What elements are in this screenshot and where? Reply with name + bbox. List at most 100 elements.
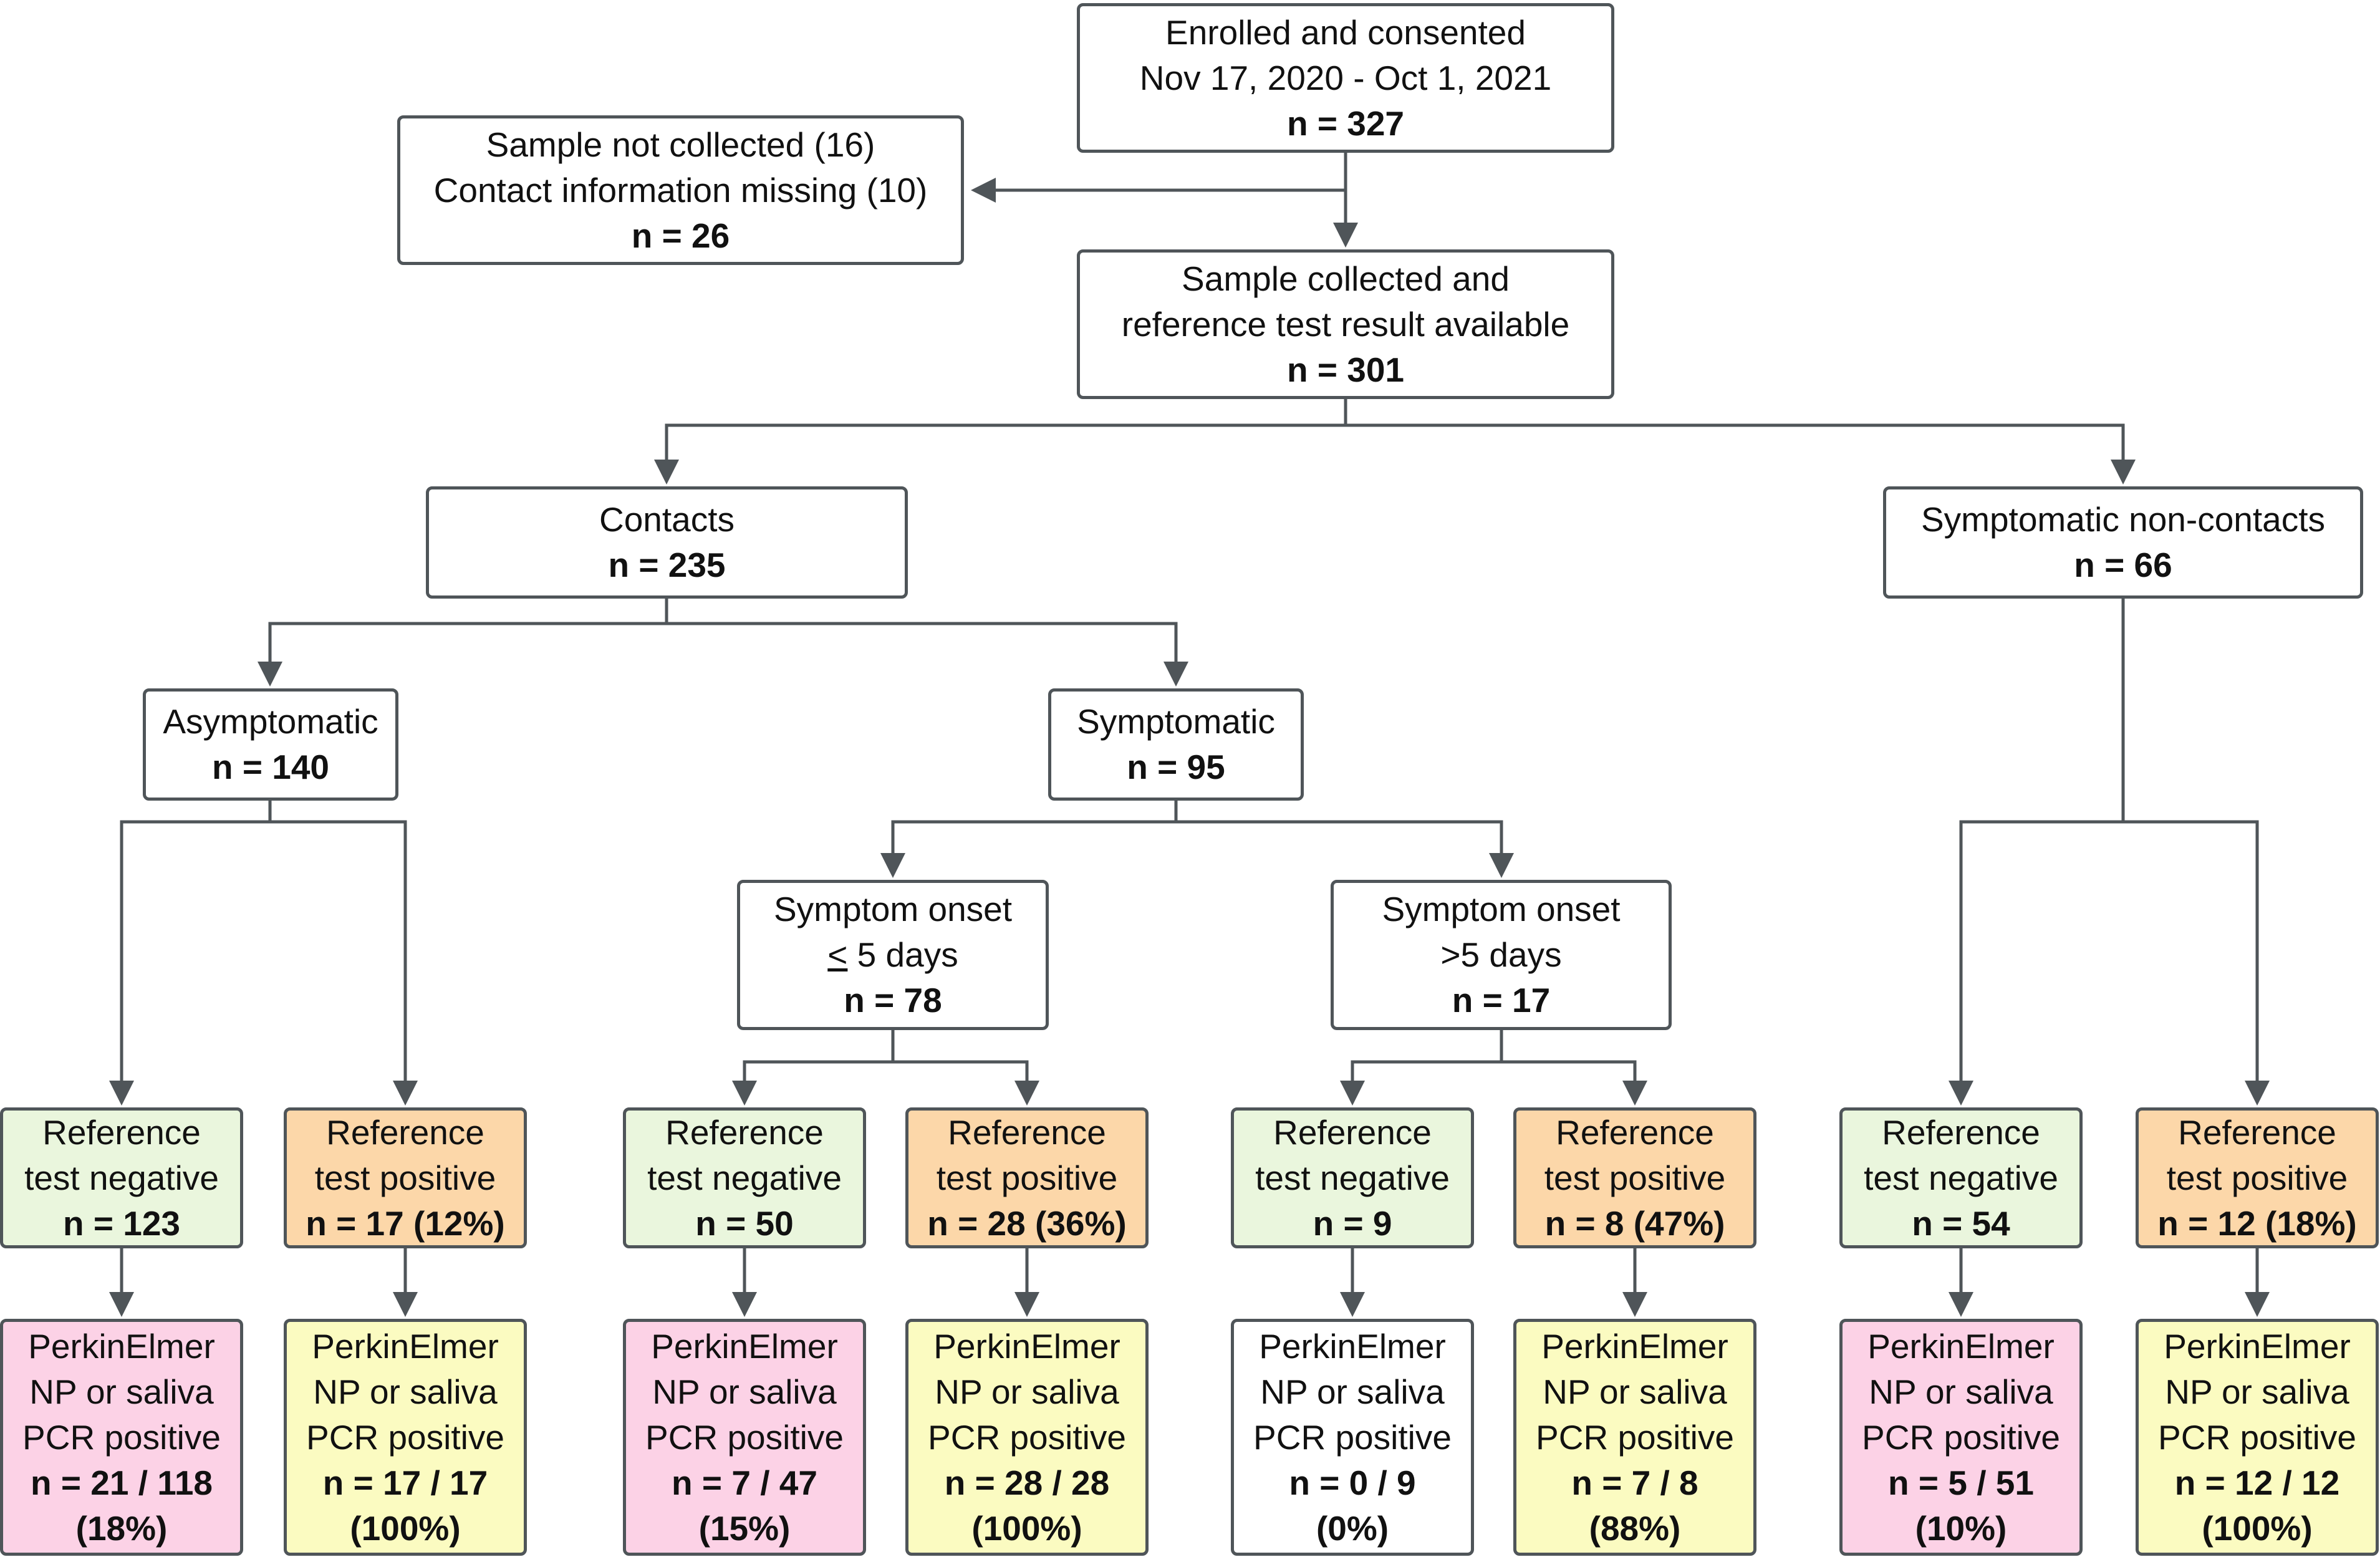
edge-early-ref-neg xyxy=(732,1030,895,1106)
pcr-early-pos-pct: (100%) xyxy=(971,1508,1082,1548)
pcr-asym-neg-line3: PCR positive xyxy=(22,1417,221,1457)
symptomatic-count: n = 95 xyxy=(1127,748,1225,786)
onset-early-box: Symptom onset < 5 days n = 78 xyxy=(737,880,1049,1030)
pcr-asym-neg-count: n = 21 / 118 xyxy=(30,1463,213,1502)
asymptomatic-count: n = 140 xyxy=(211,748,330,786)
excluded-count: n = 26 xyxy=(631,216,730,255)
ref-late-neg-line2: test negative xyxy=(1255,1158,1450,1197)
edge-sym-onset-early xyxy=(880,801,1178,878)
ref-nc-neg-count: n = 54 xyxy=(1912,1203,2010,1243)
ref-early-neg-count: n = 50 xyxy=(695,1203,794,1243)
pcr-asym-pos-box: PerkinElmer NP or saliva PCR positive n … xyxy=(284,1319,527,1556)
excluded-line2: Contact information missing (10) xyxy=(433,170,928,210)
pcr-nc-pos-line1: PerkinElmer xyxy=(2164,1326,2351,1366)
ref-early-pos-line2: test positive xyxy=(936,1158,1118,1197)
pcr-late-neg-box: PerkinElmer NP or saliva PCR positive n … xyxy=(1231,1319,1474,1556)
pcr-late-neg-line3: PCR positive xyxy=(1253,1417,1452,1457)
ref-early-pos-count: n = 28 (36%) xyxy=(927,1203,1127,1243)
pcr-nc-pos-line2: NP or saliva xyxy=(2165,1372,2349,1411)
pcr-asym-neg-line1: PerkinElmer xyxy=(28,1326,215,1366)
collected-line1: Sample collected and xyxy=(1182,259,1510,298)
ref-early-neg-line1: Reference xyxy=(665,1112,824,1152)
pcr-nc-pos-count: n = 12 / 12 xyxy=(2174,1463,2340,1502)
asymptomatic-box: Asymptomatic n = 140 xyxy=(143,688,398,801)
pcr-asym-neg-line2: NP or saliva xyxy=(29,1372,214,1411)
pcr-early-neg-pct: (15%) xyxy=(698,1508,791,1548)
pcr-early-neg-count: n = 7 / 47 xyxy=(672,1463,817,1502)
pcr-late-pos-line3: PCR positive xyxy=(1536,1417,1734,1457)
ref-asym-neg-line2: test negative xyxy=(24,1158,219,1197)
contacts-count: n = 235 xyxy=(608,546,726,584)
edge-enrolled-excluded xyxy=(971,153,1347,203)
edge-sym-onset-late xyxy=(1176,820,1514,878)
ref-asym-neg-line1: Reference xyxy=(42,1112,201,1152)
edge-early-ref-pos xyxy=(893,1060,1039,1106)
pcr-early-neg-box: PerkinElmer NP or saliva PCR positive n … xyxy=(623,1319,866,1556)
onset-late-box: Symptom onset >5 days n = 17 xyxy=(1331,880,1672,1030)
pcr-nc-neg-box: PerkinElmer NP or saliva PCR positive n … xyxy=(1839,1319,2083,1556)
ref-late-neg-count: n = 9 xyxy=(1313,1203,1392,1243)
ref-late-neg-box: Reference test negative n = 9 xyxy=(1231,1107,1474,1248)
symptomatic-label: Symptomatic xyxy=(1077,702,1275,741)
noncontacts-label: Symptomatic non-contacts xyxy=(1920,500,2326,539)
edge-contacts-symptomatic xyxy=(667,622,1188,687)
pcr-asym-pos-line1: PerkinElmer xyxy=(312,1326,499,1366)
edge-late-ref-neg xyxy=(1340,1030,1503,1106)
ref-late-neg-line1: Reference xyxy=(1273,1112,1432,1152)
pcr-early-pos-line3: PCR positive xyxy=(928,1417,1126,1457)
ref-asym-neg-count: n = 123 xyxy=(62,1203,181,1243)
pcr-late-neg-pct: (0%) xyxy=(1316,1508,1389,1548)
edge-nc-ref-pos xyxy=(2123,820,2270,1106)
pcr-nc-pos-pct: (100%) xyxy=(2202,1508,2313,1548)
enrolled-title: Enrolled and consented xyxy=(1165,12,1526,52)
ref-nc-neg-box: Reference test negative n = 54 xyxy=(1839,1107,2083,1248)
pcr-asym-neg-pct: (18%) xyxy=(75,1508,168,1548)
ref-asym-pos-line1: Reference xyxy=(326,1112,484,1152)
pcr-nc-neg-line1: PerkinElmer xyxy=(1867,1326,2055,1366)
pcr-early-pos-line2: NP or saliva xyxy=(935,1372,1119,1411)
enrolled-count: n = 327 xyxy=(1286,104,1405,143)
ref-late-pos-box: Reference test positive n = 8 (47%) xyxy=(1513,1107,1756,1248)
onset-early-line2: < 5 days xyxy=(827,932,958,978)
pcr-early-neg-line2: NP or saliva xyxy=(652,1372,837,1411)
edge-contacts-asymptomatic xyxy=(258,599,668,687)
pcr-late-pos-line1: PerkinElmer xyxy=(1541,1326,1728,1366)
ref-early-neg-box: Reference test negative n = 50 xyxy=(623,1107,866,1248)
collected-count: n = 301 xyxy=(1286,350,1405,389)
contacts-box: Contacts n = 235 xyxy=(426,486,908,599)
pcr-asym-pos-count: n = 17 / 17 xyxy=(322,1463,488,1502)
contacts-label: Contacts xyxy=(599,500,735,539)
ref-late-pos-count: n = 8 (47%) xyxy=(1544,1203,1725,1243)
pcr-late-pos-box: PerkinElmer NP or saliva PCR positive n … xyxy=(1513,1319,1756,1556)
ref-asym-neg-box: Reference test negative n = 123 xyxy=(0,1107,243,1248)
ref-early-neg-line2: test negative xyxy=(647,1158,842,1197)
noncontacts-count: n = 66 xyxy=(2074,546,2172,584)
excluded-box: Sample not collected (16) Contact inform… xyxy=(397,115,964,265)
pcr-early-pos-box: PerkinElmer NP or saliva PCR positive n … xyxy=(905,1319,1149,1556)
pcr-early-neg-line3: PCR positive xyxy=(645,1417,844,1457)
ref-early-pos-box: Reference test positive n = 28 (36%) xyxy=(905,1107,1149,1248)
ref-asym-pos-line2: test positive xyxy=(314,1158,496,1197)
ref-nc-pos-count: n = 12 (18%) xyxy=(2157,1203,2357,1243)
pcr-early-neg-line1: PerkinElmer xyxy=(651,1326,838,1366)
enrolled-dates: Nov 17, 2020 - Oct 1, 2021 xyxy=(1139,58,1552,97)
edge-asym-ref-pos xyxy=(270,820,418,1106)
pcr-late-pos-pct: (88%) xyxy=(1589,1508,1681,1548)
pcr-late-neg-line1: PerkinElmer xyxy=(1259,1326,1446,1366)
ref-nc-pos-line1: Reference xyxy=(2178,1112,2336,1152)
edge-collected-contacts xyxy=(654,399,1347,484)
collected-line2: reference test result available xyxy=(1121,304,1570,344)
excluded-line1: Sample not collected (16) xyxy=(486,125,875,164)
ref-nc-neg-line2: test negative xyxy=(1864,1158,2058,1197)
less-equal-symbol: < xyxy=(827,935,848,974)
ref-early-pos-line1: Reference xyxy=(948,1112,1106,1152)
collected-box: Sample collected and reference test resu… xyxy=(1077,249,1614,399)
pcr-late-neg-count: n = 0 / 9 xyxy=(1289,1463,1416,1502)
ref-asym-pos-box: Reference test positive n = 17 (12%) xyxy=(284,1107,527,1248)
pcr-asym-pos-pct: (100%) xyxy=(350,1508,461,1548)
edge-collected-noncontacts xyxy=(1346,423,2136,484)
pcr-nc-pos-box: PerkinElmer NP or saliva PCR positive n … xyxy=(2136,1319,2379,1556)
pcr-asym-pos-line2: NP or saliva xyxy=(313,1372,498,1411)
